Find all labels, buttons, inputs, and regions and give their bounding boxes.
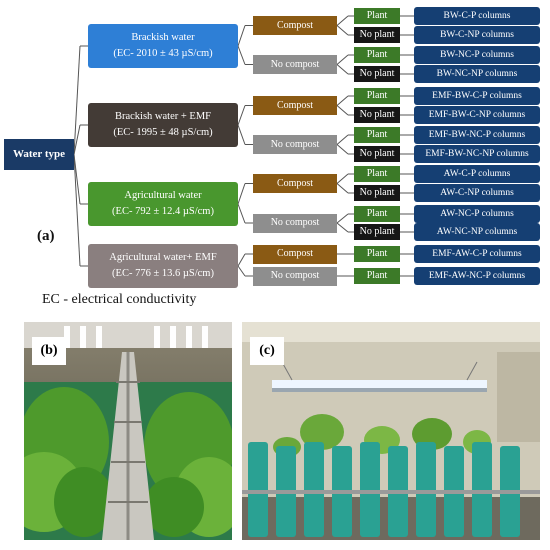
panel-label-c: (c): [250, 337, 284, 365]
column-box: EMF-BW-C-P columns: [414, 87, 540, 105]
compost-box: Compost: [253, 96, 337, 115]
water-type-box: Brackish water (EC- 2010 ± 43 µS/cm): [88, 24, 238, 68]
water-type-ec: (EC- 2010 ± 43 µS/cm): [113, 47, 213, 59]
column-box: AW-NC-NP columns: [414, 223, 540, 241]
connector-line: [237, 124, 246, 145]
water-type-ec: (EC- 776 ± 13.6 µS/cm): [112, 267, 214, 279]
water-type-box: Agricultural water+ EMF (EC- 776 ± 13.6 µ…: [88, 244, 238, 288]
column-box: EMF-AW-C-P columns: [414, 245, 540, 263]
water-type-ec: (EC- 1995 ± 48 µS/cm): [113, 126, 213, 138]
no-plant-box: No plant: [354, 27, 400, 43]
plant-box: Plant: [354, 206, 400, 222]
water-type-name: Brackish water: [131, 32, 195, 44]
root-water-type: Water type: [4, 139, 74, 170]
connector-line: [336, 134, 349, 145]
connector-line: [336, 144, 349, 155]
water-type-box: Agricultural water (EC- 792 ± 12.4 µS/cm): [88, 182, 238, 226]
no-plant-box: No plant: [354, 185, 400, 201]
connector-line: [336, 54, 349, 65]
plant-box: Plant: [354, 246, 400, 262]
no-compost-box: No compost: [253, 266, 337, 286]
water-type-name: Agricultural water+ EMF: [109, 252, 217, 264]
connector-line: [73, 154, 81, 267]
photo-c-lab-setup: (c): [242, 322, 540, 540]
column-box: BW-C-NP columns: [414, 26, 540, 44]
column-box: EMF-BW-NC-NP columns: [414, 145, 540, 163]
no-compost-box: No compost: [253, 55, 337, 74]
connector-line: [73, 124, 81, 155]
panel-label-a: (a): [37, 228, 55, 244]
column-box: EMF-BW-C-NP columns: [414, 106, 540, 124]
water-type-name: Agricultural water: [124, 190, 202, 202]
plant-box: Plant: [354, 166, 400, 182]
plant-box: Plant: [354, 88, 400, 104]
water-type-name: Brackish water + EMF: [114, 111, 212, 123]
connector-line: [237, 105, 246, 126]
no-plant-box: No plant: [354, 66, 400, 82]
no-compost-box: No compost: [253, 135, 337, 154]
water-type-box: Brackish water + EMF (EC- 1995 ± 48 µS/cm…: [88, 103, 238, 147]
no-compost-box: No compost: [253, 213, 337, 233]
column-box: BW-C-P columns: [414, 7, 540, 25]
photo-c-illustration: [242, 322, 540, 540]
plant-box: Plant: [354, 127, 400, 143]
column-box: AW-NC-P columns: [414, 205, 540, 223]
connector-line: [237, 25, 246, 47]
no-plant-box: No plant: [354, 107, 400, 123]
column-box: AW-C-NP columns: [414, 184, 540, 202]
tree-connectors: [73, 15, 414, 277]
connector-line: [237, 265, 246, 277]
column-box: AW-C-P columns: [414, 165, 540, 183]
compost-box: Compost: [253, 244, 337, 264]
plant-box: Plant: [354, 8, 400, 24]
column-box: BW-NC-NP columns: [414, 65, 540, 83]
water-type-ec: (EC- 792 ± 12.4 µS/cm): [112, 205, 214, 217]
plant-box: Plant: [354, 268, 400, 284]
connector-line: [336, 173, 349, 184]
compost-box: Compost: [253, 16, 337, 35]
connector-line: [237, 45, 246, 65]
connector-line: [336, 213, 349, 224]
column-box: BW-NC-P columns: [414, 46, 540, 64]
connector-line: [336, 15, 349, 26]
column-box: EMF-AW-NC-P columns: [414, 267, 540, 285]
no-plant-box: No plant: [354, 224, 400, 240]
photo-b-illustration: [24, 322, 232, 540]
compost-box: Compost: [253, 174, 337, 193]
connector-line: [336, 105, 349, 116]
panel-label-b: (b): [32, 337, 66, 365]
connector-line: [336, 183, 349, 194]
photo-b-grow-chamber: (b): [24, 322, 232, 540]
column-box: EMF-BW-NC-P columns: [414, 126, 540, 144]
connector-line: [73, 154, 81, 205]
connector-line: [336, 64, 349, 75]
connector-line: [336, 25, 349, 36]
connector-line: [237, 253, 246, 267]
connector-line: [237, 203, 246, 224]
no-plant-box: No plant: [354, 146, 400, 162]
connector-line: [336, 222, 349, 233]
ec-footnote: EC - electrical conductivity: [42, 292, 197, 307]
connector-line: [336, 95, 349, 106]
plant-box: Plant: [354, 47, 400, 63]
connector-line: [237, 183, 246, 205]
connector-line: [73, 45, 81, 155]
